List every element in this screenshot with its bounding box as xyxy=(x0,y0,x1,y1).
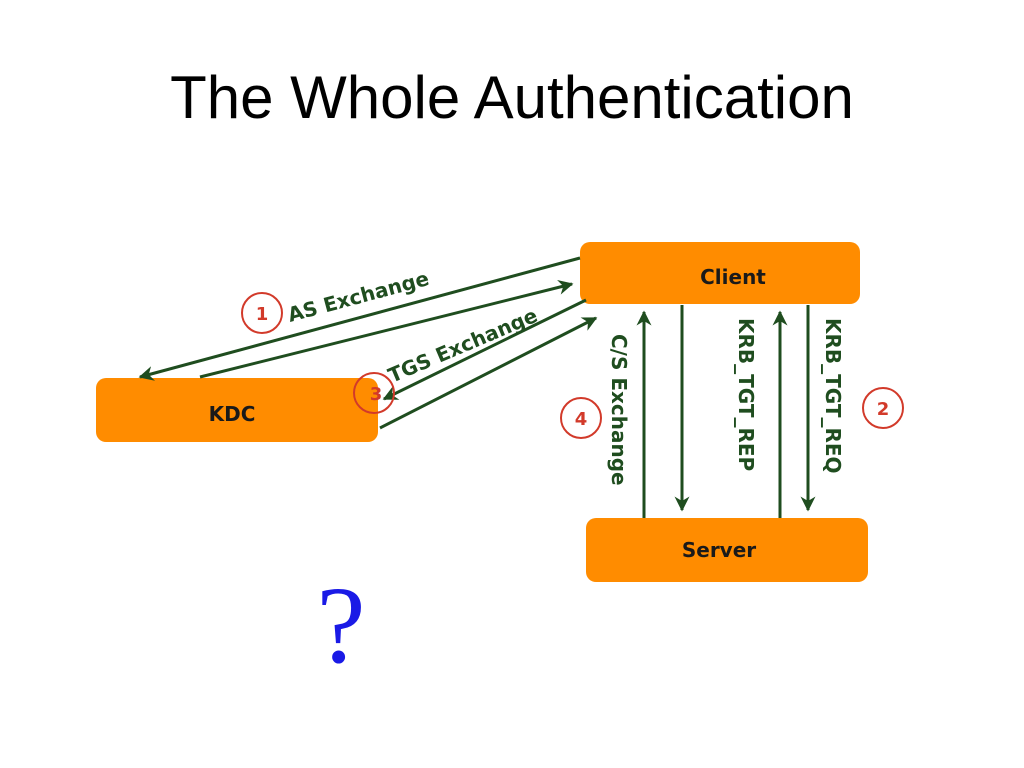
page-title: The Whole Authentication xyxy=(170,64,854,131)
client-node: Client xyxy=(580,242,860,304)
kdc-label: KDC xyxy=(209,402,256,426)
server-label: Server xyxy=(682,538,756,562)
step-1-marker: 1 xyxy=(241,292,283,334)
as-exchange-arrow-to-kdc xyxy=(138,256,581,381)
krb-tgt-rep-label: KRB_TGT_REP xyxy=(734,318,758,471)
server-node: Server xyxy=(586,518,868,582)
tgs-exchange-arrow-to-kdc xyxy=(382,298,587,401)
step-3-number: 3 xyxy=(370,384,383,405)
step-3-marker: 3 xyxy=(353,372,395,414)
step-2-number: 2 xyxy=(877,399,890,420)
client-label: Client xyxy=(700,265,766,289)
step-4-marker: 4 xyxy=(560,397,602,439)
question-mark: ? xyxy=(316,564,366,686)
kdc-node: KDC xyxy=(96,378,378,442)
cs-exchange-label: C/S Exchange xyxy=(607,334,631,486)
krb-tgt-req-label: KRB_TGT_REQ xyxy=(821,318,845,474)
tgs-exchange-label: TGS Exchange xyxy=(385,303,541,387)
as-exchange-arrow-to-client xyxy=(199,279,574,379)
tgs-exchange-arrow-to-client xyxy=(379,316,598,430)
step-2-marker: 2 xyxy=(862,387,904,429)
step-1-number: 1 xyxy=(256,304,269,325)
step-4-number: 4 xyxy=(575,409,588,430)
